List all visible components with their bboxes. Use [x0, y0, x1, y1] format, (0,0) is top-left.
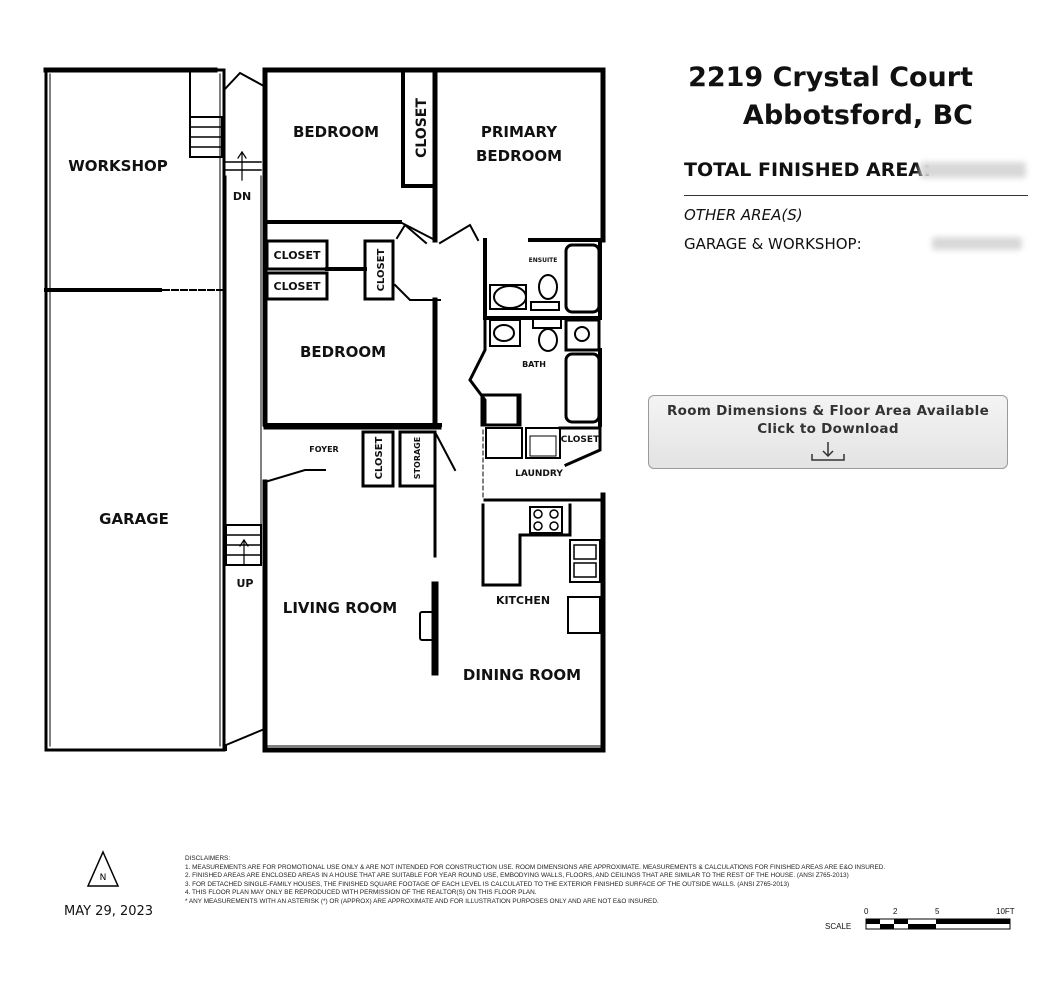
total-area-value-redacted: [920, 162, 1026, 178]
address-line-1: 2219 Crystal Court: [688, 62, 973, 93]
download-line-2: Click to Download: [757, 421, 899, 437]
room-primary-line1: PRIMARY: [481, 123, 558, 141]
room-dining-room: DINING ROOM: [463, 666, 581, 684]
stair-down-label: DN: [233, 190, 251, 203]
room-closet-hall: CLOSET: [376, 248, 387, 291]
room-living-room: LIVING ROOM: [283, 599, 397, 617]
disclaimer-line: * ANY MEASUREMENTS WITH AN ASTERISK (*) …: [185, 897, 659, 905]
total-area-label: TOTAL FINISHED AREA:: [684, 159, 931, 181]
scale-tick-2: 2: [893, 907, 898, 916]
room-closet-b: CLOSET: [274, 280, 321, 293]
room-closet-foyer: CLOSET: [374, 436, 385, 479]
room-primary-line2: BEDROOM: [476, 147, 562, 165]
room-workshop: WORKSHOP: [68, 157, 168, 175]
disclaimer-line: 4. THIS FLOOR PLAN MAY ONLY BE REPRODUCE…: [185, 889, 537, 897]
scale-bar: [865, 918, 1011, 930]
room-bedroom-1: BEDROOM: [293, 123, 379, 141]
room-garage: GARAGE: [99, 510, 169, 528]
room-kitchen: KITCHEN: [496, 594, 550, 607]
disclaimer-line: 3. FOR DETACHED SINGLE-FAMILY HOUSES, TH…: [185, 880, 790, 888]
disclaimer-title: DISCLAIMERS:: [185, 855, 231, 862]
room-foyer: FOYER: [309, 445, 338, 454]
room-closet-laundry: CLOSET: [561, 435, 600, 445]
room-storage: STORAGE: [413, 437, 422, 479]
other-areas-label: OTHER AREA(S): [684, 206, 803, 224]
room-laundry: LAUNDRY: [515, 469, 563, 479]
house-exterior: [262, 67, 606, 243]
info-divider: [684, 195, 1028, 196]
download-button[interactable]: Room Dimensions & Floor Area Available C…: [648, 395, 1008, 469]
disclaimer-line: 1. MEASUREMENTS ARE FOR PROMOTIONAL USE …: [185, 863, 886, 871]
disclaimers: DISCLAIMERS: 1. MEASUREMENTS ARE FOR PRO…: [185, 855, 1025, 907]
north-arrow-icon: N: [86, 850, 120, 887]
room-ensuite: ENSUITE: [529, 257, 558, 264]
address-line-2: Abbotsford, BC: [742, 100, 973, 131]
download-arrow-icon: [811, 442, 845, 461]
disclaimer-line: 2. FINISHED AREAS ARE ENCLOSED AREAS IN …: [185, 872, 849, 880]
scale-tick-10: 10FT: [996, 907, 1015, 916]
garage-workshop-label: GARAGE & WORKSHOP:: [684, 235, 862, 253]
stair-up-label: UP: [237, 577, 254, 590]
room-bedroom-2: BEDROOM: [300, 343, 386, 361]
plan-date: MAY 29, 2023: [64, 904, 154, 919]
download-line-1: Room Dimensions & Floor Area Available: [666, 403, 990, 419]
scale-label: SCALE: [825, 922, 852, 931]
scale-tick-0: 0: [864, 907, 869, 916]
room-bath: BATH: [522, 360, 546, 369]
garage-workshop-value-redacted: [932, 237, 1022, 250]
north-label: N: [100, 873, 107, 883]
room-closet-vertical: CLOSET: [414, 98, 430, 158]
scale-tick-5: 5: [935, 907, 940, 916]
room-closet-a: CLOSET: [274, 249, 321, 262]
